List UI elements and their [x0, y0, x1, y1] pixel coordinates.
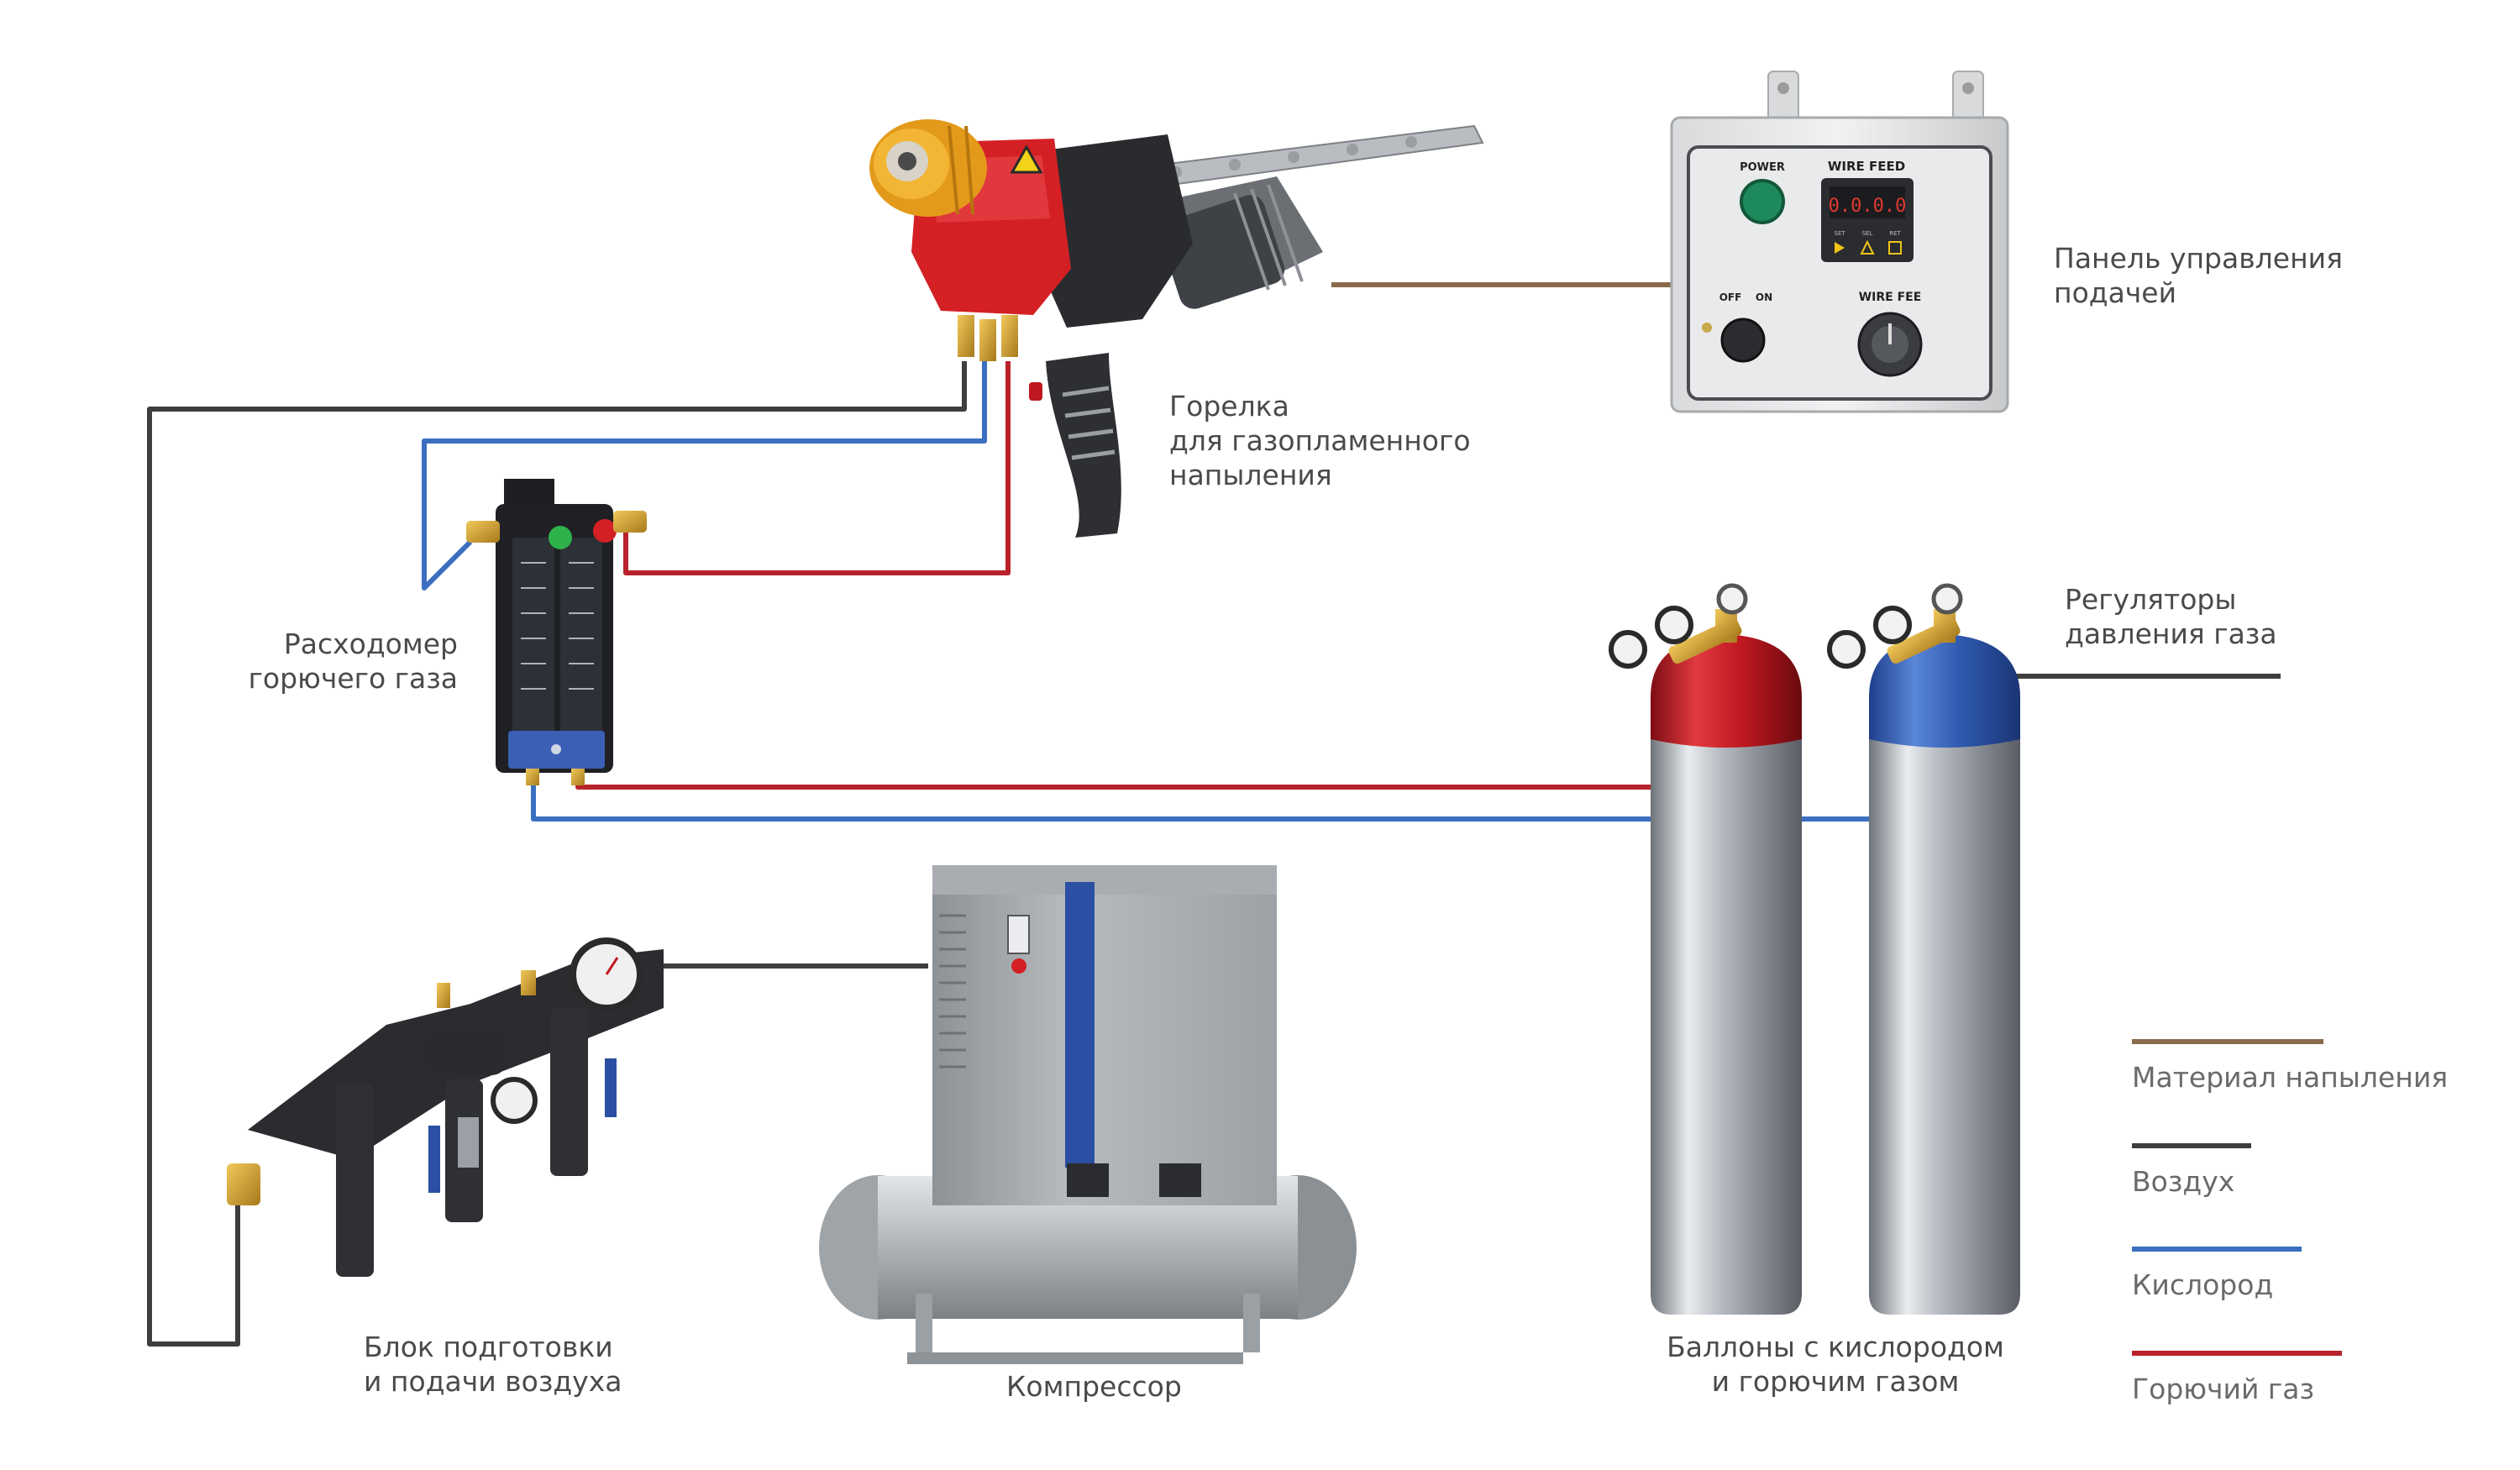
- legend-label-fuel: Горючий газ: [2132, 1373, 2315, 1405]
- panel-power-label: POWER: [1740, 161, 1785, 174]
- panel-on-label: ON: [1756, 291, 1772, 303]
- on-off-switch[interactable]: [1720, 318, 1766, 363]
- legend-swatch-fuel: [2132, 1351, 2342, 1356]
- regulators-label-line-2: давления газа: [2065, 617, 2277, 650]
- fuel-cylinder: [1651, 609, 1802, 1315]
- panel-sel-label: SEL: [1862, 230, 1873, 237]
- torch-label: Горелка для газопламенного напыления: [1169, 389, 1471, 492]
- legend-label-material: Материал напыления: [2132, 1061, 2449, 1094]
- panel-wire-fee-label: WIRE FEE: [1859, 291, 1922, 304]
- legend-swatch-oxygen: [2132, 1247, 2302, 1252]
- regulators-label: Регуляторы давления газа: [2065, 582, 2277, 651]
- panel-set-button[interactable]: [1835, 242, 1845, 254]
- compressor-label-line-1: Компрессор: [1006, 1370, 1182, 1403]
- line-fuel-flowmeter-to-torch: [623, 361, 1011, 575]
- control-panel-label-line-2: подачей: [2054, 276, 2177, 309]
- line-air-unit-to-torch: [147, 361, 967, 1347]
- torch-label-line-1: Горелка: [1169, 390, 1289, 423]
- panel-ret-label: RET: [1889, 230, 1901, 237]
- air-unit-label-line-1: Блок подготовки: [364, 1331, 613, 1363]
- gas-cylinders: [1609, 583, 2020, 1315]
- control-panel: POWER WIRE FEED 0.0.0.0 SET SEL RET OFF …: [1670, 71, 2009, 413]
- line-oxygen-flowmeter-to-torch: [422, 361, 987, 591]
- cylinders-label: Баллоны с кислородом и горючим газом: [1659, 1330, 2012, 1399]
- panel-display-value: 0.0.0.0: [1829, 196, 1907, 217]
- oxygen-cylinder: [1869, 609, 2020, 1315]
- air-preparation-unit: [227, 937, 664, 1277]
- compressor-stop-button[interactable]: [1011, 958, 1026, 974]
- compressor-label: Компрессор: [1006, 1369, 1182, 1404]
- legend-item-air: Воздух: [2132, 1143, 2251, 1198]
- flowmeter-label-line-2: горючего газа: [248, 662, 458, 695]
- compressor: [819, 865, 1357, 1364]
- line-fuel-cylinder-to-flowmeter: [575, 722, 1683, 790]
- legend-label-oxygen: Кислород: [2132, 1268, 2274, 1301]
- panel-off-label: OFF: [1719, 291, 1742, 303]
- spray-torch: [869, 119, 1484, 538]
- control-panel-label-line-1: Панель управления: [2054, 242, 2343, 275]
- flowmeter-label-line-1: Расходомер: [283, 627, 458, 660]
- legend-swatch-air: [2132, 1143, 2251, 1148]
- air-unit-label-line-2: и подачи воздуха: [364, 1365, 622, 1398]
- panel-ret-button[interactable]: [1888, 241, 1902, 255]
- gas-flowmeter: [466, 479, 647, 785]
- flowmeter-label: Расходомер горючего газа: [249, 627, 458, 696]
- legend-swatch-material: [2132, 1039, 2323, 1044]
- legend-item-fuel: Горючий газ: [2132, 1351, 2342, 1405]
- torch-label-line-2: для газопламенного: [1169, 424, 1471, 457]
- cylinders-label-line-1: Баллоны с кислородом: [1667, 1331, 2004, 1363]
- panel-sel-button[interactable]: [1860, 239, 1875, 255]
- pressure-regulators: [1609, 583, 1963, 669]
- torch-label-line-3: напыления: [1169, 459, 1332, 491]
- panel-wire-feed-label: WIRE FEED: [1828, 159, 1905, 174]
- regulators-label-line-1: Регуляторы: [2065, 583, 2237, 616]
- legend-item-material: Материал напыления: [2132, 1039, 2448, 1094]
- legend-item-oxygen: Кислород: [2132, 1247, 2302, 1301]
- cylinders-label-line-2: и горючим газом: [1711, 1365, 1960, 1398]
- panel-set-label: SET: [1834, 230, 1845, 237]
- power-button[interactable]: [1740, 179, 1785, 224]
- control-panel-label: Панель управления подачей: [2054, 241, 2343, 310]
- air-unit-label: Блок подготовки и подачи воздуха: [364, 1330, 622, 1399]
- legend-label-air: Воздух: [2132, 1165, 2235, 1198]
